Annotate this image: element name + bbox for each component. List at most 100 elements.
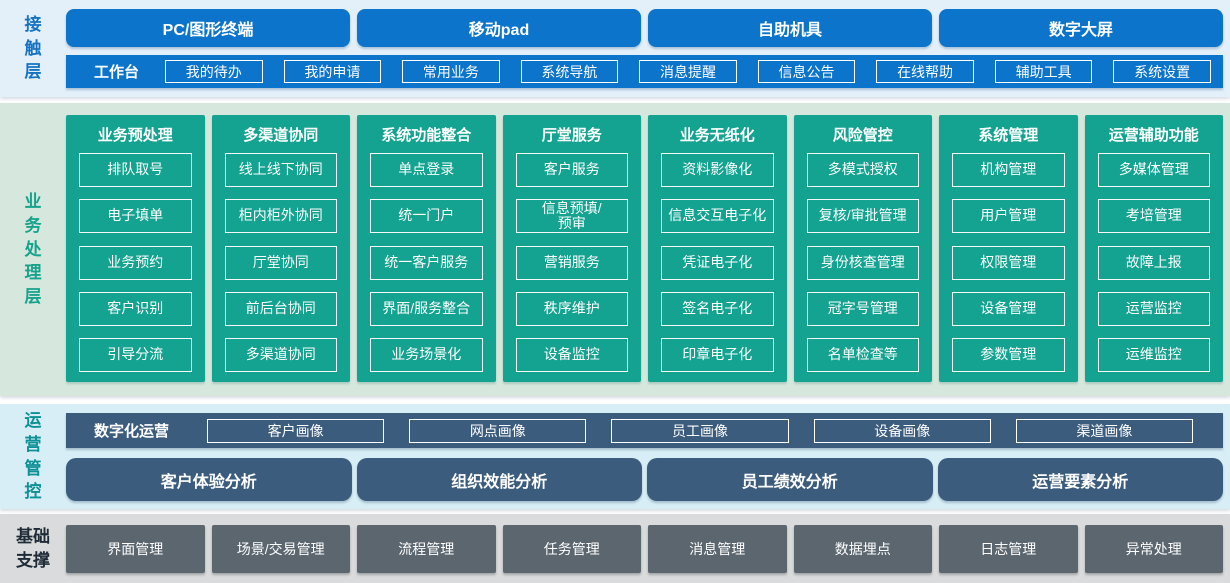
business-feature-tile[interactable]: 签名电子化 xyxy=(661,291,774,326)
base-support-tile[interactable]: 任务管理 xyxy=(502,524,641,573)
business-feature-tile[interactable]: 机构管理 xyxy=(952,153,1065,187)
business-feature-tile[interactable]: 复核/审批管理 xyxy=(806,199,919,234)
business-feature-tile[interactable]: 多渠道协同 xyxy=(224,338,337,372)
business-feature-tile[interactable]: 身份核查管理 xyxy=(806,245,919,280)
business-feature-tile[interactable]: 运维监控 xyxy=(1097,338,1210,372)
business-feature-tile[interactable]: 多媒体管理 xyxy=(1097,153,1210,187)
business-column-title: 系统功能整合 xyxy=(381,127,472,144)
business-feature-tile[interactable]: 名单检查等 xyxy=(806,338,919,372)
operations-layer-label: 运营管控 xyxy=(24,410,42,502)
profile-tile[interactable]: 网点画像 xyxy=(409,418,587,443)
business-feature-tile[interactable]: 凭证电子化 xyxy=(661,245,774,280)
business-column-items: 客户服务 信息预填/ 预审 营销服务 秩序维护 设备监控 xyxy=(515,153,628,372)
business-feature-tile[interactable]: 资料影像化 xyxy=(661,153,774,187)
analysis-button[interactable]: 客户体验分析 xyxy=(66,458,352,501)
business-feature-tile[interactable]: 客户服务 xyxy=(515,153,628,187)
business-column-title: 业务预处理 xyxy=(97,127,173,144)
workbench-item[interactable]: 辅助工具 xyxy=(994,60,1093,83)
base-layer-label: 基础支撑 xyxy=(16,526,50,570)
workbench-item[interactable]: 系统导航 xyxy=(520,60,619,83)
business-feature-tile[interactable]: 信息预填/ 预审 xyxy=(515,199,628,234)
workbench-item[interactable]: 我的申请 xyxy=(283,60,382,83)
base-support-tile[interactable]: 消息管理 xyxy=(648,524,787,573)
business-feature-tile[interactable]: 电子填单 xyxy=(79,199,192,234)
terminal-button[interactable]: 自助机具 xyxy=(648,9,932,47)
base-layer-rail: 基础支撑 xyxy=(0,514,66,583)
base-support-tile[interactable]: 数据埋点 xyxy=(793,524,932,573)
base-support-tile[interactable]: 界面管理 xyxy=(66,524,205,573)
business-feature-tile[interactable]: 参数管理 xyxy=(952,338,1065,372)
business-feature-tile[interactable]: 秩序维护 xyxy=(515,291,628,326)
business-feature-tile[interactable]: 故障上报 xyxy=(1097,245,1210,280)
business-column: 系统功能整合 单点登录 统一门户 统一客户服务 界面/服务整合 业务场景化 xyxy=(357,115,496,382)
digital-ops-label: 数字化运营 xyxy=(94,423,170,440)
business-feature-tile[interactable]: 业务预约 xyxy=(79,245,192,280)
base-support-tile[interactable]: 场景/交易管理 xyxy=(211,524,350,573)
profile-tile[interactable]: 客户画像 xyxy=(207,418,385,443)
business-layer-rail: 业务处理层 xyxy=(0,103,66,396)
workbench-item[interactable]: 常用业务 xyxy=(402,60,500,83)
business-feature-tile[interactable]: 柜内柜外协同 xyxy=(224,199,337,234)
profile-tile[interactable]: 渠道画像 xyxy=(1015,418,1194,443)
business-feature-tile[interactable]: 排队取号 xyxy=(79,153,192,187)
base-support-tile[interactable]: 日志管理 xyxy=(939,524,1078,573)
business-column: 多渠道协同 线上线下协同 柜内柜外协同 厅堂协同 前后台协同 多渠道协同 xyxy=(211,115,350,382)
digital-ops-bar: 数字化运营 客户画像 网点画像 员工画像 设备画像 渠道画像 xyxy=(66,413,1223,448)
workbench-item[interactable]: 我的待办 xyxy=(165,60,263,83)
terminal-row: PC/图形终端 移动pad 自助机具 数字大屏 xyxy=(66,9,1223,47)
profile-tile[interactable]: 员工画像 xyxy=(611,418,789,443)
base-support-tile[interactable]: 流程管理 xyxy=(357,524,496,573)
business-column-items: 多媒体管理 考培管理 故障上报 运营监控 运维监控 xyxy=(1097,153,1210,372)
business-column-items: 多模式授权 复核/审批管理 身份核查管理 冠字号管理 名单检查等 xyxy=(806,153,919,372)
workbench-item[interactable]: 消息提醒 xyxy=(639,60,737,83)
business-feature-tile[interactable]: 客户识别 xyxy=(79,291,192,326)
business-layer-label: 业务处理层 xyxy=(24,192,42,307)
business-layer-band: 业务处理层 业务预处理 排队取号 电子填单 业务预约 客户 xyxy=(0,103,1230,396)
analysis-button[interactable]: 运营要素分析 xyxy=(937,458,1223,501)
workbench-item[interactable]: 系统设置 xyxy=(1113,60,1211,83)
business-column: 风险管控 多模式授权 复核/审批管理 身份核查管理 冠字号管理 名单检查等 xyxy=(793,115,932,382)
terminal-button[interactable]: PC/图形终端 xyxy=(66,9,350,47)
business-column-items: 线上线下协同 柜内柜外协同 厅堂协同 前后台协同 多渠道协同 xyxy=(224,153,337,372)
business-column-title: 多渠道协同 xyxy=(243,127,319,144)
business-feature-tile[interactable]: 统一客户服务 xyxy=(370,245,483,280)
business-feature-tile[interactable]: 线上线下协同 xyxy=(224,153,337,187)
analysis-button[interactable]: 员工绩效分析 xyxy=(647,458,933,501)
business-column-title: 风险管控 xyxy=(832,127,893,144)
business-feature-tile[interactable]: 印章电子化 xyxy=(661,338,774,372)
business-feature-tile[interactable]: 设备监控 xyxy=(515,338,628,372)
business-feature-tile[interactable]: 权限管理 xyxy=(952,245,1065,280)
business-feature-tile[interactable]: 营销服务 xyxy=(515,245,628,280)
analysis-row: 客户体验分析 组织效能分析 员工绩效分析 运营要素分析 xyxy=(66,458,1223,501)
business-feature-tile[interactable]: 业务场景化 xyxy=(370,338,483,372)
terminal-button[interactable]: 移动pad xyxy=(357,9,641,47)
business-columns: 业务预处理 排队取号 电子填单 业务预约 客户识别 引导分流 xyxy=(66,103,1230,396)
business-feature-tile[interactable]: 厅堂协同 xyxy=(224,245,337,280)
terminal-button[interactable]: 数字大屏 xyxy=(939,9,1223,47)
business-feature-tile[interactable]: 单点登录 xyxy=(370,153,483,187)
contact-layer-label: 接触层 xyxy=(24,14,42,82)
business-feature-tile[interactable]: 引导分流 xyxy=(79,338,192,372)
base-layer-band: 基础支撑 界面管理 场景/交易管理 流程管理 任务管理 消息管理 数据埋点 日志… xyxy=(0,514,1230,583)
business-feature-tile[interactable]: 运营监控 xyxy=(1097,291,1210,326)
business-feature-tile[interactable]: 设备管理 xyxy=(952,291,1065,326)
business-feature-tile[interactable]: 考培管理 xyxy=(1097,199,1210,234)
business-feature-tile[interactable]: 统一门户 xyxy=(370,199,483,234)
workbench-item[interactable]: 信息公告 xyxy=(757,60,856,83)
workbench-items: 我的待办 我的申请 常用业务 系统导航 消息提醒 信息公告 在线帮助 辅助工具 xyxy=(165,60,1211,83)
workbench-label: 工作台 xyxy=(94,64,140,81)
business-column-items: 单点登录 统一门户 统一客户服务 界面/服务整合 业务场景化 xyxy=(370,153,483,372)
business-feature-tile[interactable]: 多模式授权 xyxy=(806,153,919,187)
business-feature-tile[interactable]: 前后台协同 xyxy=(224,291,337,326)
workbench-item[interactable]: 在线帮助 xyxy=(876,60,974,83)
profile-tile[interactable]: 设备画像 xyxy=(813,418,991,443)
operations-content: 数字化运营 客户画像 网点画像 员工画像 设备画像 渠道画像 xyxy=(66,404,1230,509)
base-support-tile[interactable]: 异常处理 xyxy=(1084,524,1223,573)
business-feature-tile[interactable]: 信息交互电子化 xyxy=(661,199,774,234)
analysis-button[interactable]: 组织效能分析 xyxy=(356,458,642,501)
business-feature-tile[interactable]: 界面/服务整合 xyxy=(370,291,483,326)
business-feature-tile[interactable]: 用户管理 xyxy=(952,199,1065,234)
digital-ops-items: 客户画像 网点画像 员工画像 设备画像 渠道画像 xyxy=(207,418,1194,443)
business-feature-tile[interactable]: 冠字号管理 xyxy=(806,291,919,326)
workbench-bar: 工作台 我的待办 我的申请 常用业务 系统导航 消息提醒 信息公告 xyxy=(66,55,1223,88)
